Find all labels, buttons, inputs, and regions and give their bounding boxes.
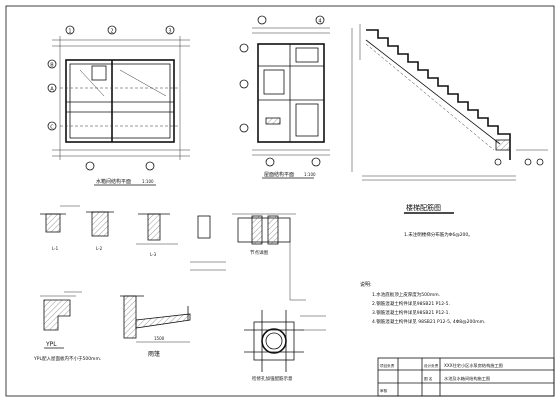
roof-plan-scale: 1:100 xyxy=(304,172,316,177)
axis-label-a: A xyxy=(50,87,54,93)
notes-label: 说明: xyxy=(360,281,372,288)
axis-label-3: 3 xyxy=(168,29,171,35)
tb-project-name: XXX住宅小区水泵房结构施工图 xyxy=(444,362,503,369)
svg-text:L-1: L-1 xyxy=(52,246,59,251)
ypl-title: YPL xyxy=(45,341,57,348)
note-line-1: 1.水池底板顶上皮厚度为500mm. xyxy=(372,291,440,298)
axis-label-b: B xyxy=(50,63,54,69)
mid-detail-title: 节点详图 xyxy=(250,249,268,256)
sheet-border xyxy=(5,5,555,397)
note-line-3: 3.钢筋混凝土构件详见98SB21 P12-1. xyxy=(372,309,450,316)
opening-detail-title: 检修孔加强配筋示意 xyxy=(252,375,293,382)
tb-row1-left: 项目负责 xyxy=(380,363,395,368)
canopy-title: 雨篷 xyxy=(148,350,160,358)
axis-label-1: 1 xyxy=(68,29,71,35)
tank-plan-scale: 1:100 xyxy=(142,179,154,184)
tank-plan: B A C 1 2 3 水箱间结构平面 1:100 xyxy=(47,25,190,186)
note-line-2: 2.钢筋混凝土构件详见98SB21 P12-5. xyxy=(372,300,450,307)
stair-note: 1.未注明楼梯分布筋为Φ6@200。 xyxy=(404,231,473,238)
middle-detail: 节点详图 xyxy=(232,213,306,301)
ypl-section: YPL YPL配入屋面板内不小于500mm. xyxy=(33,291,101,362)
tb-row2-mid: 图 名 xyxy=(424,376,433,381)
axis-label-4: 4 xyxy=(318,19,321,25)
tb-row1-mid: 设计负责 xyxy=(424,363,439,368)
canopy-dim: 1500 xyxy=(154,336,165,341)
axis-label-2: 2 xyxy=(110,29,113,35)
tb-sheet-name: 水池及水箱间结构施工图 xyxy=(444,375,490,382)
opening-detail: 检修孔加强配筋示意 xyxy=(244,310,326,382)
tank-plan-title: 水箱间结构平面 xyxy=(96,178,131,185)
svg-text:L-3: L-3 xyxy=(150,252,157,257)
roof-plan: 4 屋面结构平面 1:100 xyxy=(239,15,330,179)
general-notes: 说明: 1.水池底板顶上皮厚度为500mm. 2.钢筋混凝土构件详见98SB21… xyxy=(360,281,485,325)
title-block: 项目负责 设计负责 审核 图 名 XXX住宅小区水泵房结构施工图 水池及水箱间结… xyxy=(377,357,555,397)
axis-label-c: C xyxy=(50,125,54,131)
stair-section: 楼梯配筋图 1.未注明楼梯分布筋为Φ6@200。 xyxy=(351,24,548,238)
svg-text:L-2: L-2 xyxy=(96,246,103,251)
beam-details: L-1 L-2 L-3 xyxy=(40,205,226,271)
roof-plan-title: 屋面结构平面 xyxy=(264,171,294,178)
ypl-note: YPL配入屋面板内不小于500mm. xyxy=(33,355,101,362)
canopy-section: 1500 雨篷 xyxy=(120,295,191,358)
tb-row2-left: 审核 xyxy=(380,388,388,393)
stair-title: 楼梯配筋图 xyxy=(406,203,441,212)
note-line-4: 4.钢筋混凝土构件详见 98SB21 P12-5, 4Φ8@200mm. xyxy=(372,318,485,325)
